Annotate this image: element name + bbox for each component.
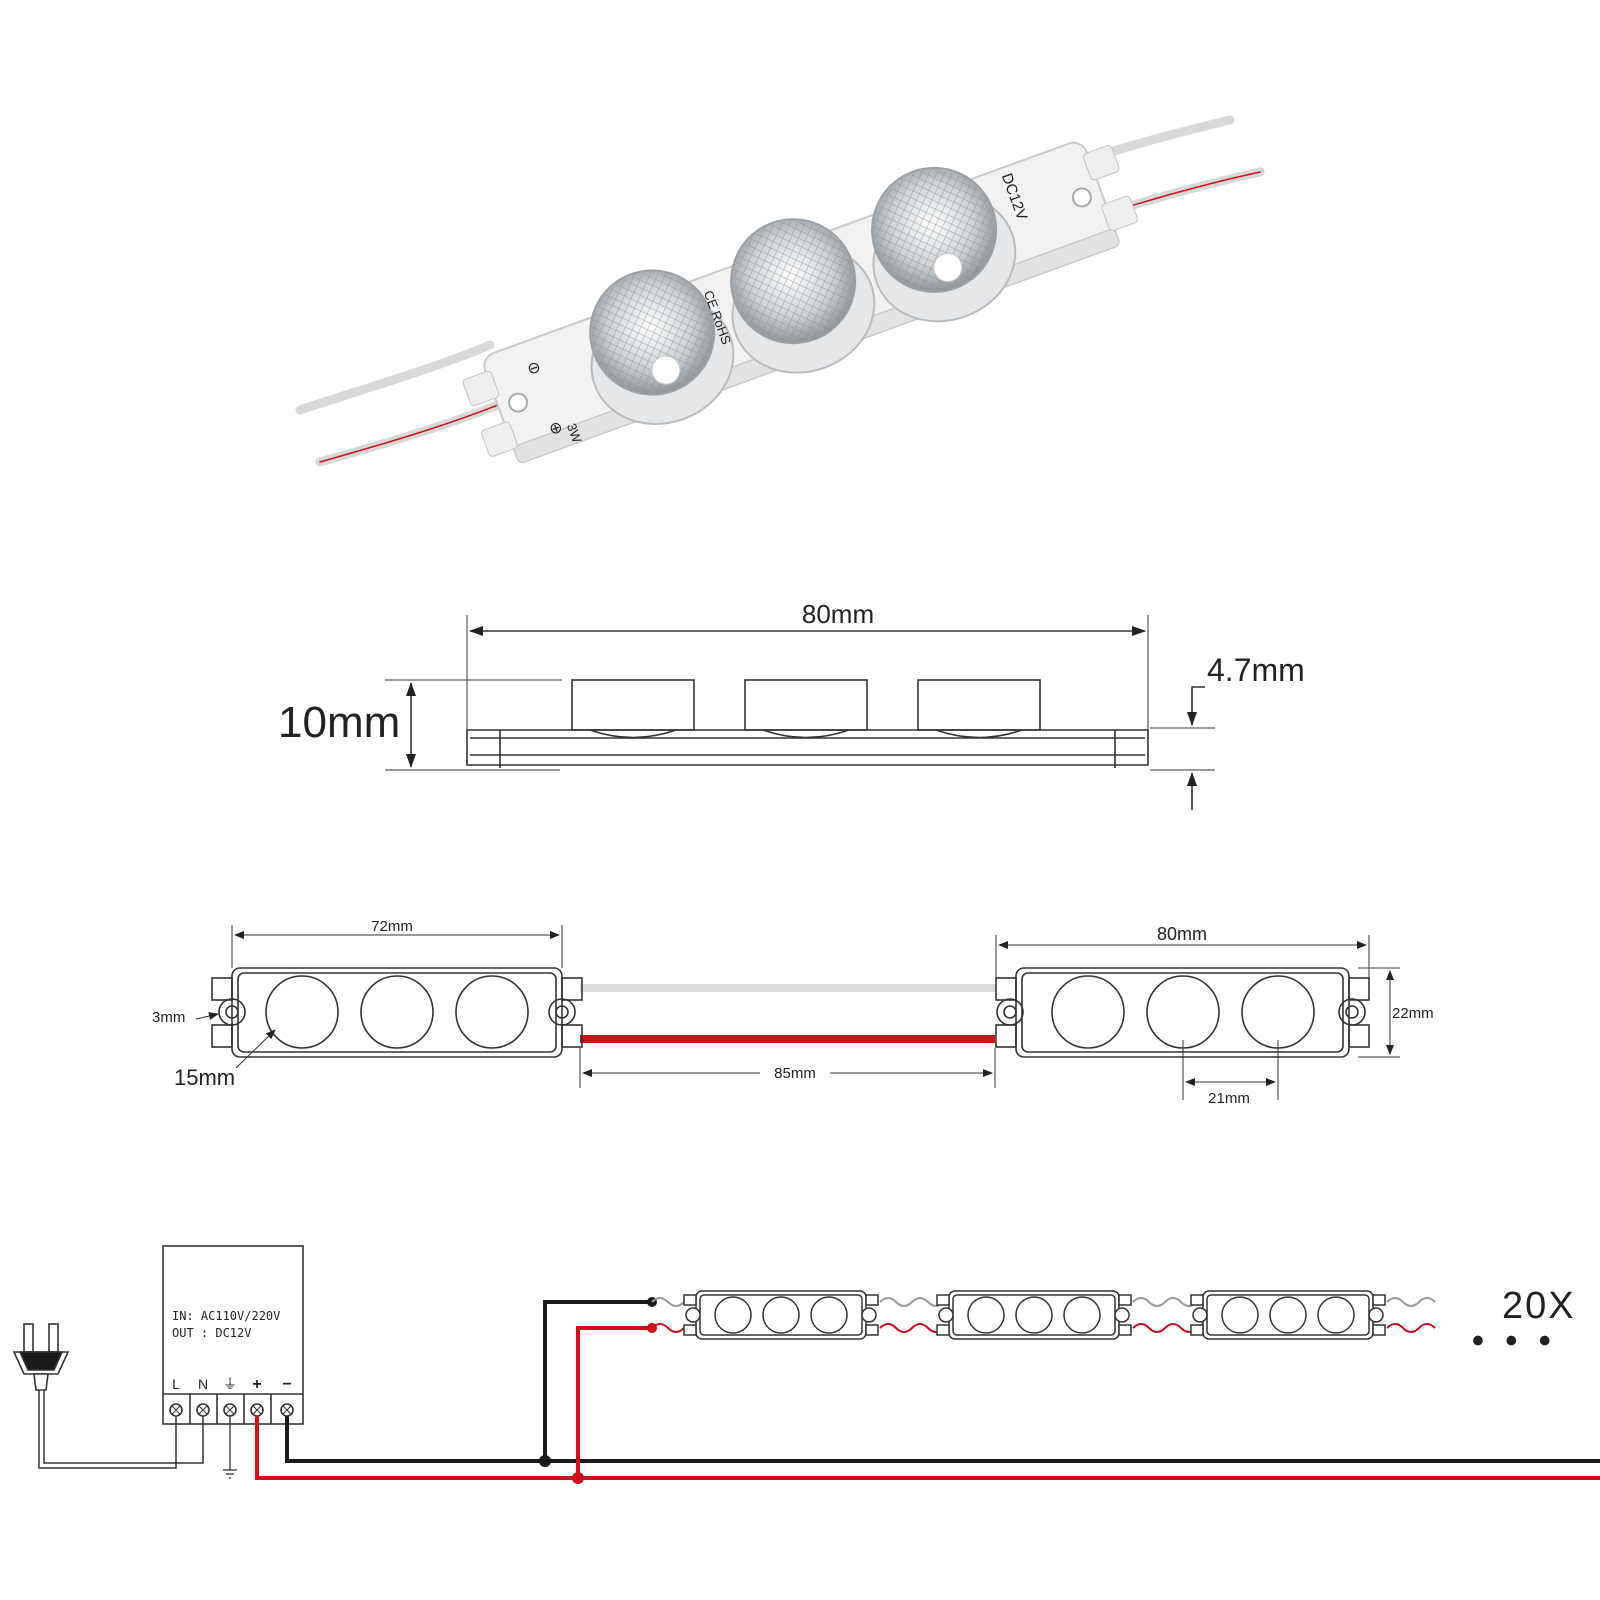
product-view: 3W ⊖ ⊕ CE RoHS DC12V [295, 115, 1265, 467]
minus-mark: ⊖ [525, 358, 543, 379]
wiring-diagram: IN: AC110V/220V OUT : DC12V L N ⏚ + − [12, 1245, 1600, 1484]
chain-module-3 [1190, 1290, 1386, 1340]
psu-input-label: IN: AC110V/220V [172, 1309, 280, 1323]
lens-1 [589, 269, 735, 425]
side-height-label: 10mm [278, 698, 400, 747]
chain-module-2 [936, 1290, 1132, 1340]
terminal-plus: + [252, 1376, 261, 1393]
hole-label: 3mm [152, 1009, 185, 1026]
plug-icon [12, 1323, 204, 1469]
top-module-left [211, 967, 583, 1058]
terminal-ground: ⏚ [223, 1376, 237, 1392]
side-base-label: 4.7mm [1207, 652, 1305, 688]
lens-label: 15mm [174, 1065, 235, 1090]
lens-3 [871, 166, 1017, 323]
side-length-label: 80mm [802, 599, 874, 629]
power-label: 3W [564, 421, 585, 445]
side-view [385, 615, 1215, 810]
terminal-n: N [198, 1376, 208, 1392]
lens-2 [730, 218, 876, 374]
width-label: 22mm [1392, 1005, 1434, 1022]
pitch-label: 21mm [1208, 1090, 1250, 1107]
red-bus [255, 1416, 1600, 1480]
terminal-l: L [172, 1376, 180, 1392]
plus-mark: ⊕ [547, 418, 565, 439]
chain-module-1 [683, 1290, 879, 1340]
ground-icon [223, 1416, 237, 1479]
terminal-minus: − [282, 1376, 291, 1393]
spacing-label: 85mm [774, 1065, 816, 1082]
top-view: 72mm 80mm 3mm 15mm 85mm 22mm 21mm [152, 918, 1434, 1107]
continuation-dots: • • • [1472, 1322, 1557, 1360]
module-count-label: 20X [1502, 1285, 1576, 1327]
black-bus [285, 1416, 1600, 1463]
module-body: 3W ⊖ ⊕ CE RoHS DC12V [462, 141, 1138, 464]
left-length-label: 72mm [371, 918, 413, 935]
psu-output-label: OUT : DC12V [172, 1326, 251, 1340]
right-length-label: 80mm [1157, 924, 1207, 944]
